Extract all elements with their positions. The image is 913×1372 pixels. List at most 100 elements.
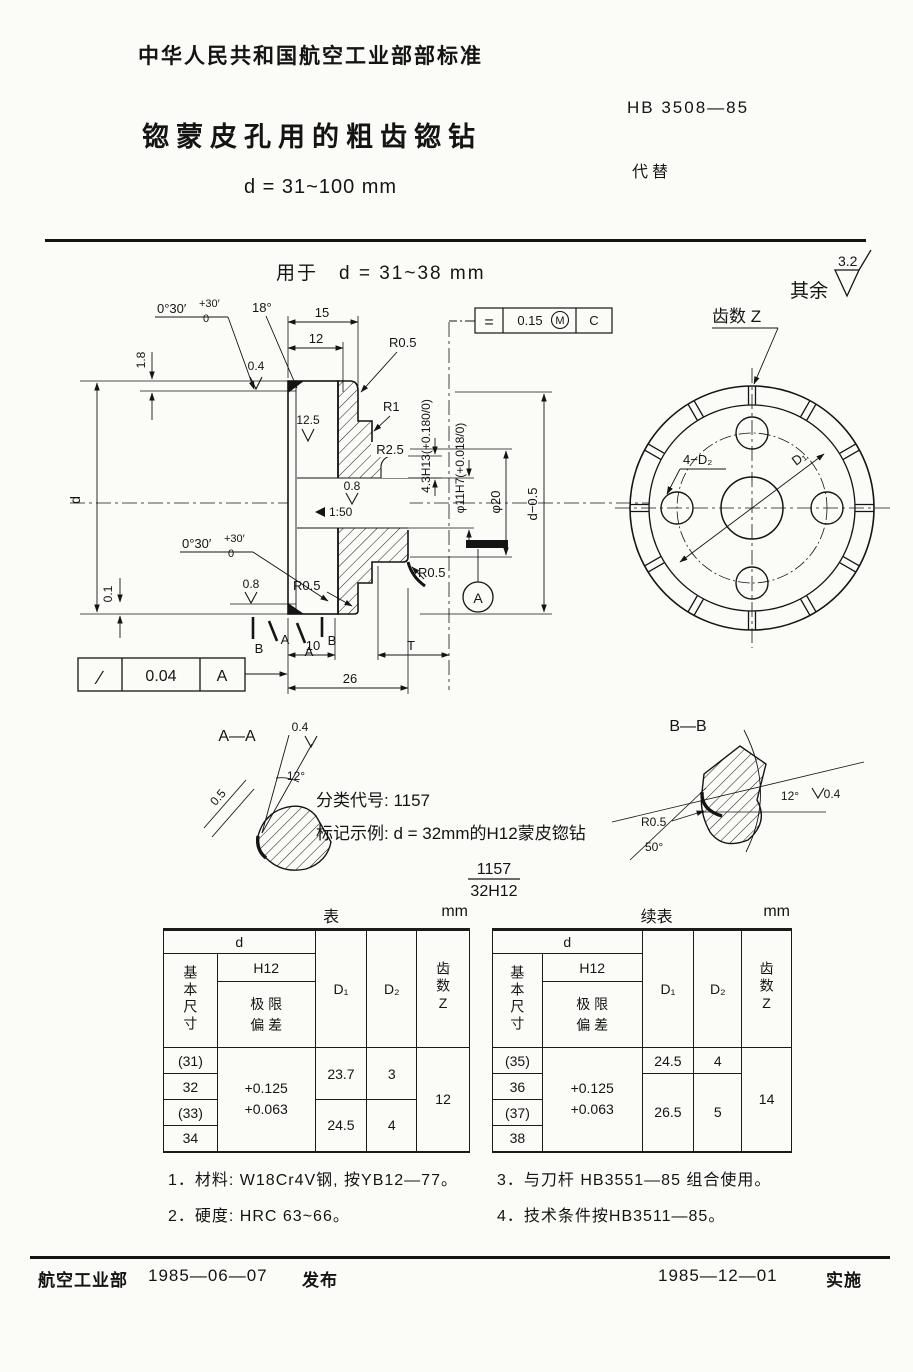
table-row: 32	[163, 1073, 470, 1100]
size-table-left: 表 mm d D₁ D₂ 齿数Z 基本尺寸 H12 极 限 偏 差 (31) +…	[163, 903, 470, 1153]
teeth-label: 齿数 Z	[712, 307, 761, 326]
r05-left-label: R0.5	[293, 578, 320, 593]
svg-text:0.4: 0.4	[248, 359, 265, 373]
aa-angle: 12°	[287, 769, 305, 783]
tolerance-cell: +0.125 +0.063	[216, 1047, 316, 1152]
roughness-icon	[345, 492, 359, 506]
r05-heavy-edge	[406, 561, 426, 588]
dim-15: 15	[315, 305, 329, 320]
d2-cell: 4	[366, 1099, 418, 1152]
r05-top-label: R0.5	[389, 335, 416, 350]
slope-symbol: ∕	[94, 668, 104, 689]
size-cell: (37)	[492, 1099, 543, 1126]
angle-030-plus: +30′	[199, 298, 220, 310]
angle-030: 0°30′	[157, 301, 187, 316]
dim-t: T	[407, 638, 415, 653]
holes-label: 4−D₂	[683, 452, 712, 467]
col-basic: 基本尺寸	[492, 953, 543, 1048]
size-table: d D₁ D₂ 齿数Z 基本尺寸 H12 极 限 偏 差 (31) +0.125…	[163, 928, 470, 1153]
bb-angle-50: 50°	[645, 840, 663, 854]
table-row: 38	[492, 1125, 792, 1152]
bb-angle: 12°	[781, 789, 799, 803]
r25-label: R2.5	[376, 442, 403, 457]
footer-publish-label: 发布	[302, 1271, 338, 1290]
svg-text:0.8: 0.8	[243, 577, 260, 591]
footer-issue-date: 1985—06—07	[148, 1266, 268, 1285]
col-teeth: 齿数Z	[416, 929, 470, 1048]
roughness-icon	[304, 735, 318, 749]
bottom-chamfer	[288, 603, 304, 614]
table-row: 36 26.5 5	[492, 1073, 792, 1152]
rest-label: 其余	[790, 280, 828, 302]
r05-right-label: R0.5	[418, 565, 445, 580]
size-cell: (33)	[163, 1099, 218, 1126]
table-row: (33) 24.5 4	[163, 1099, 470, 1152]
table-caption: 续表 mm	[492, 903, 792, 928]
slope-tolerance: 0.04	[145, 668, 176, 685]
size-table: d D₁ D₂ 齿数Z 基本尺寸 H12 极 限 偏 差 (35) +0.125…	[492, 928, 792, 1153]
col-basic: 基本尺寸	[163, 953, 218, 1048]
size-cell: 36	[492, 1073, 543, 1100]
end-view: D₁ 4−D₂ 齿数 Z	[615, 307, 890, 648]
size-table-right: 续表 mm d D₁ D₂ 齿数Z 基本尺寸 H12 极 限 偏 差 (35) …	[492, 903, 792, 1153]
angle-callout-bottom: 0°30′ +30′ 0	[180, 533, 329, 602]
datum-a-label: A	[473, 590, 483, 606]
keyway-slot	[381, 456, 408, 478]
col-deviation: 极 限 偏 差	[216, 981, 316, 1048]
frame-tolerance: 0.15	[517, 313, 542, 328]
d2-cell: 4	[693, 1047, 743, 1074]
dim-10: 10	[306, 638, 320, 653]
d2-cell: 5	[693, 1073, 743, 1152]
table-row: (31) +0.125 +0.063 23.7 3 12	[163, 1047, 470, 1152]
bb-finish: 0.4	[824, 787, 841, 801]
top-chamfer	[288, 381, 304, 393]
symmetry-symbol: =	[484, 314, 493, 331]
dim-d: d	[67, 496, 83, 504]
roughness-08-hub: 0.8	[344, 479, 361, 506]
tooth-profile	[700, 745, 767, 845]
d1-label: D₁	[789, 448, 810, 469]
angle-18: 18°	[252, 300, 272, 315]
col-teeth: 齿数Z	[741, 929, 792, 1048]
phi20-dim: φ20	[488, 491, 503, 514]
datum-a-balloon	[462, 581, 494, 613]
page-title: 锪蒙皮孔用的粗齿锪钻	[142, 122, 482, 152]
section-aa: A—A 12° 0.4 0.5	[203, 720, 332, 871]
applicability-note: 用于 d = 31~38 mm	[276, 263, 486, 284]
z-cell: 14	[741, 1047, 792, 1152]
svg-text:0.8: 0.8	[344, 479, 361, 493]
d2-hole	[735, 416, 769, 450]
dim-0-1: 0.1	[101, 585, 115, 602]
angle-callout-top: 0°30′ +30′ 0	[155, 298, 255, 390]
col-d2: D₂	[693, 929, 743, 1048]
size-cell: 32	[163, 1073, 218, 1100]
diameter-range: d = 31~100 mm	[244, 176, 398, 198]
d1-cell: 23.7	[314, 1047, 368, 1100]
section-bb: B—B 12° 0.4 R0.5 50°	[611, 718, 865, 861]
d1-cell: 26.5	[641, 1073, 695, 1152]
section-a-mark: A	[281, 632, 290, 647]
col-d: d	[163, 929, 316, 954]
dim-26: 26	[343, 671, 357, 686]
table-unit: mm	[441, 903, 468, 920]
angle-030-plus-b: +30′	[224, 533, 245, 545]
table-title: 表	[323, 909, 340, 926]
roughness-icon	[811, 787, 825, 800]
footer-issuer: 航空工业部	[38, 1271, 128, 1290]
dim-1-8: 1.8	[134, 351, 148, 368]
marking-example: 标记示例: d = 32mm的H12蒙皮锪钻	[316, 824, 586, 843]
general-roughness: 其余 3.2	[790, 249, 872, 302]
bb-radius: R0.5	[641, 815, 667, 829]
footer-implement-label: 实施	[826, 1271, 862, 1290]
section-aa-title: A—A	[218, 728, 256, 745]
col-h12: H12	[541, 953, 643, 982]
material-modifier-icon	[550, 310, 570, 330]
col-d2: D₂	[366, 929, 418, 1048]
col-d1: D₁	[641, 929, 695, 1048]
aa-finish: 0.4	[292, 720, 309, 734]
note-4: 4．技术条件按HB3511—85。	[497, 1208, 726, 1225]
taper-icon	[315, 507, 325, 517]
keyway-mark	[466, 540, 508, 548]
outer-circle	[629, 385, 875, 631]
